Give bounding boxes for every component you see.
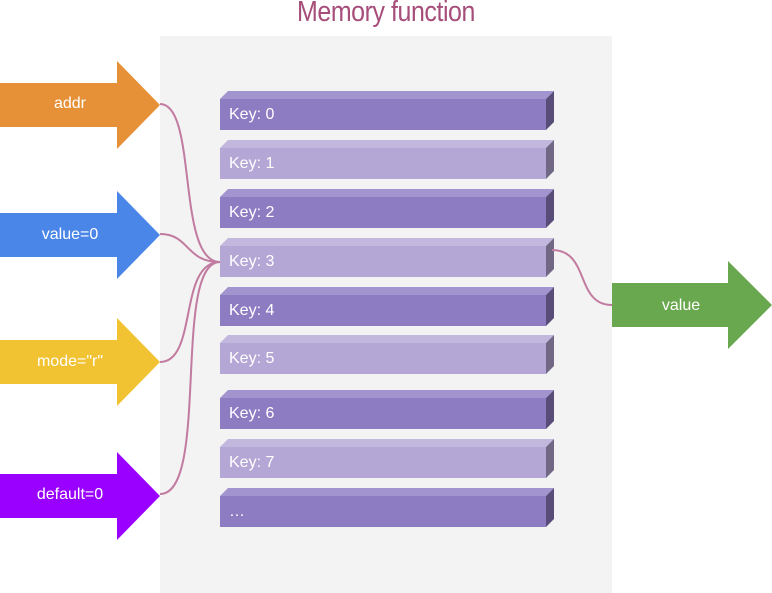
input-arrow-label-mode: mode="r" xyxy=(36,353,104,370)
key-label-5: Key: 5 xyxy=(229,350,275,367)
key-block-top xyxy=(220,287,554,295)
connector-line xyxy=(159,233,221,263)
memory-key-block xyxy=(220,91,554,130)
connector-line xyxy=(159,261,221,363)
connectors xyxy=(159,103,613,495)
memory-key-block xyxy=(220,287,554,326)
key-block-top xyxy=(220,189,554,197)
memory-key-block xyxy=(220,140,554,179)
key-label-3: Key: 3 xyxy=(229,253,275,270)
diagram-title: Memory function xyxy=(297,0,475,28)
key-block-front xyxy=(220,148,546,179)
key-block-side xyxy=(546,91,554,130)
key-label-0: Key: 0 xyxy=(229,106,275,123)
key-block-top xyxy=(220,439,554,447)
key-block-side xyxy=(546,488,554,527)
key-block-top xyxy=(220,238,554,246)
key-block-side xyxy=(546,238,554,277)
key-block-side xyxy=(546,335,554,374)
value-input-arrow xyxy=(0,191,160,279)
default-arrow xyxy=(0,452,160,540)
arrows xyxy=(0,61,772,540)
connector-line xyxy=(159,261,221,495)
key-block-front xyxy=(220,99,546,130)
input-arrow-label-value: value=0 xyxy=(41,226,99,243)
key-block-front xyxy=(220,197,546,228)
key-block-top xyxy=(220,335,554,343)
key-label-2: Key: 2 xyxy=(229,204,275,221)
key-block-front xyxy=(220,496,546,527)
memory-key-block xyxy=(220,439,554,478)
memory-key-block xyxy=(220,238,554,277)
output-arrow-label-value: value xyxy=(661,297,701,314)
connector-line xyxy=(551,249,613,306)
key-block-front xyxy=(220,295,546,326)
value-output-arrow xyxy=(612,261,772,349)
key-block-top xyxy=(220,488,554,496)
key-block-top xyxy=(220,390,554,398)
key-block-side xyxy=(546,439,554,478)
key-block-front xyxy=(220,447,546,478)
key-block-side xyxy=(546,390,554,429)
key-label-6: Key: 6 xyxy=(229,405,275,422)
addr-arrow xyxy=(0,61,160,149)
key-label-1: Key: 1 xyxy=(229,155,275,172)
key-block-front xyxy=(220,343,546,374)
memory-keys xyxy=(220,91,554,527)
key-label-4: Key: 4 xyxy=(229,302,275,319)
key-block-top xyxy=(220,140,554,148)
key-block-side xyxy=(546,140,554,179)
input-arrow-label-addr: addr xyxy=(53,95,87,112)
key-label-7: Key: 7 xyxy=(229,454,275,471)
key-block-front xyxy=(220,398,546,429)
input-arrow-label-default: default=0 xyxy=(36,486,104,503)
memory-key-block xyxy=(220,189,554,228)
mode-arrow xyxy=(0,318,160,406)
key-block-front xyxy=(220,246,546,277)
key-label-more: … xyxy=(229,503,245,520)
memory-key-block xyxy=(220,390,554,429)
connector-line xyxy=(159,103,221,263)
key-block-side xyxy=(546,189,554,228)
key-block-side xyxy=(546,287,554,326)
memory-key-block xyxy=(220,335,554,374)
memory-key-block xyxy=(220,488,554,527)
key-block-top xyxy=(220,91,554,99)
